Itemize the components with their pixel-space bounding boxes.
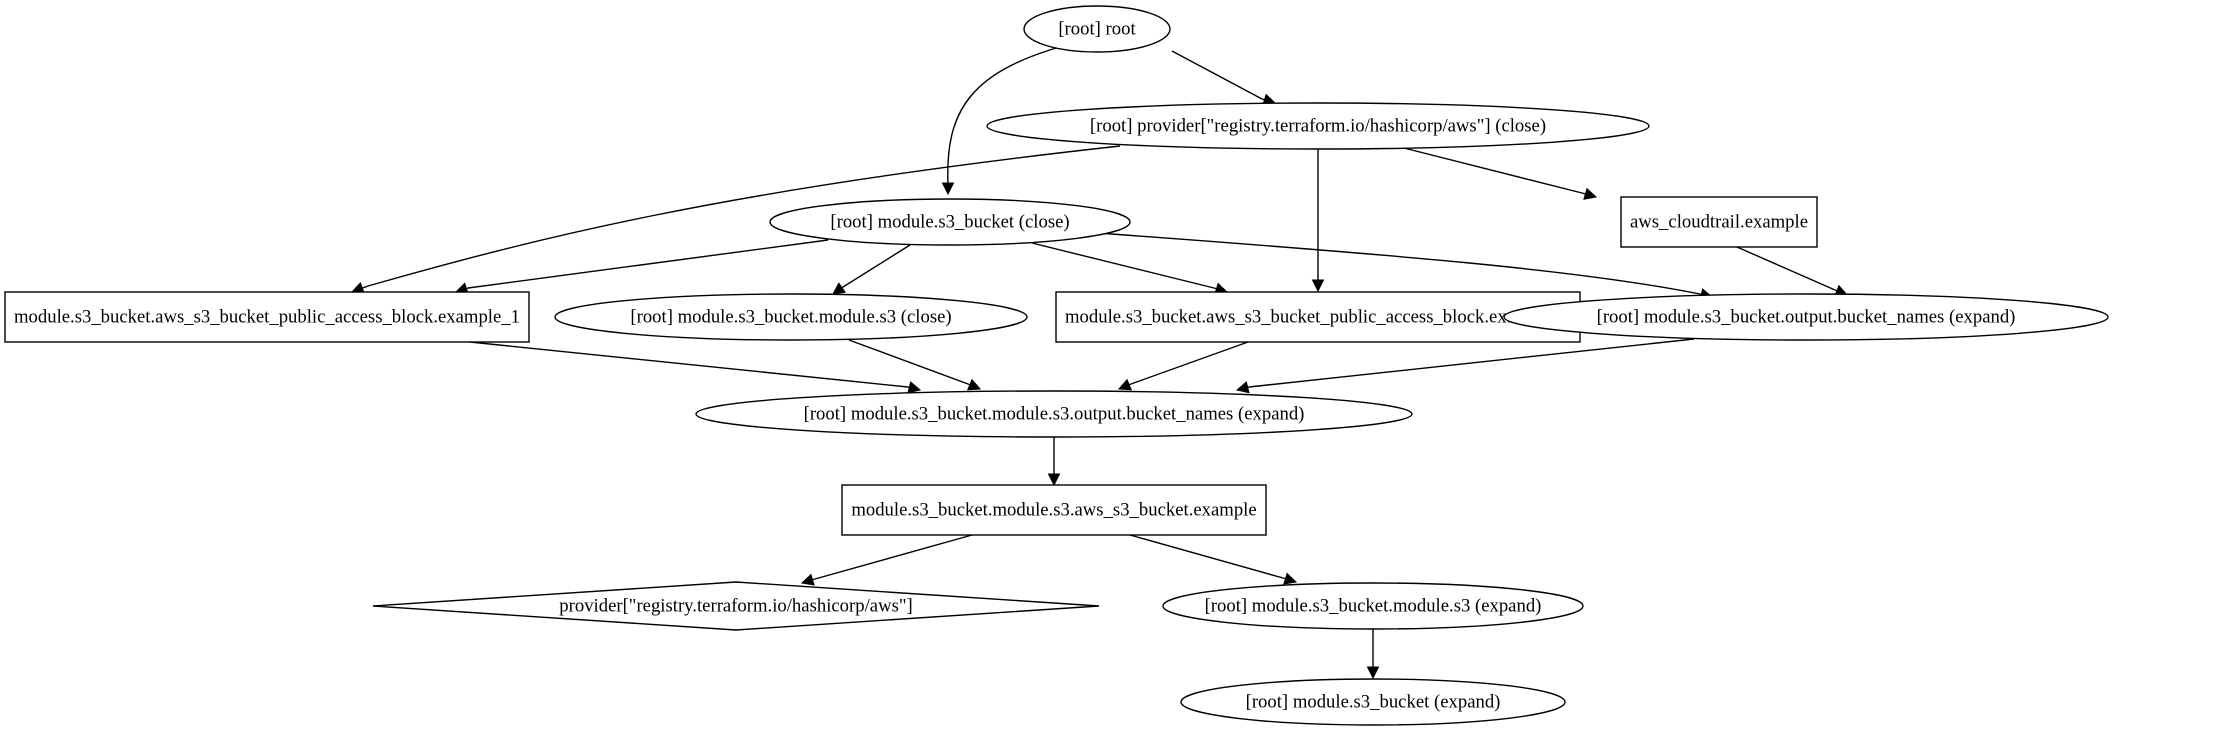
node-s3-expand: [root] module.s3_bucket.module.s3 (expan…	[1162, 582, 1584, 630]
edge-root-to-s3_bucket_close	[941, 42, 1075, 196]
node-label: module.s3_bucket.aws_s3_bucket_public_ac…	[1065, 307, 1571, 328]
edge-line	[1031, 242, 1215, 289]
node-s3-bucket-expand: [root] module.s3_bucket (expand)	[1180, 678, 1566, 726]
node-label: aws_cloudtrail.example	[1630, 212, 1808, 233]
node-ellipse	[554, 293, 1028, 341]
edge-line	[947, 42, 1075, 186]
edge-line	[1399, 146, 1583, 194]
node-box	[841, 484, 1267, 536]
edge-bucket_example-to-s3_expand	[1129, 534, 1298, 585]
edge-line	[842, 244, 911, 288]
edge-s3_bucket_close-to-pab_1	[454, 239, 829, 295]
edge-s3_close-to-s3_out_bucket_names	[848, 339, 982, 391]
node-bucket-example: module.s3_bucket.module.s3.aws_s3_bucket…	[841, 484, 1267, 536]
arrowhead	[1311, 279, 1325, 293]
node-s3-out-bucket-names: [root] module.s3_bucket.module.s3.output…	[695, 390, 1413, 438]
arrowhead	[941, 182, 955, 196]
node-provider: provider["registry.terraform.io/hashicor…	[372, 581, 1100, 631]
edge-line-tail	[1581, 192, 1586, 195]
node-box	[4, 291, 530, 343]
node-ellipse	[769, 198, 1131, 246]
node-label: [root] module.s3_bucket.module.s3.output…	[804, 404, 1305, 425]
edge-cloudtrail-to-out_bucket_names	[1736, 246, 1849, 297]
edge-s3_out_bucket_names-to-bucket_example	[1047, 437, 1061, 487]
node-ellipse	[695, 390, 1413, 438]
node-label: [root] root	[1058, 19, 1136, 40]
edge-line	[1083, 231, 1701, 295]
node-label: module.s3_bucket.module.s3.aws_s3_bucket…	[851, 500, 1256, 521]
node-out-bucket-names: [root] module.s3_bucket.output.bucket_na…	[1503, 293, 2109, 341]
node-label: [root] module.s3_bucket (expand)	[1246, 692, 1501, 713]
arrowhead	[1283, 572, 1298, 585]
node-ellipse	[1180, 678, 1566, 726]
node-box	[1620, 196, 1818, 248]
arrowhead	[800, 573, 815, 586]
arrowhead	[1366, 666, 1380, 680]
node-label: module.s3_bucket.aws_s3_bucket_public_ac…	[14, 307, 520, 328]
edge-s3_bucket_close-to-pab_2	[1031, 242, 1229, 295]
node-ellipse	[986, 102, 1650, 150]
node-label: [root] module.s3_bucket (close)	[830, 212, 1069, 233]
edge-bucket_example-to-provider	[800, 534, 973, 586]
edge-line	[814, 534, 973, 580]
node-label: [root] module.s3_bucket.output.bucket_na…	[1597, 307, 2016, 328]
edge-out_bucket_names-to-s3_out_bucket_names	[1235, 338, 1695, 394]
node-label: [root] module.s3_bucket.module.s3 (close…	[630, 307, 951, 328]
edge-s3_expand-to-s3_bucket_expand	[1366, 629, 1380, 680]
node-ellipse	[1503, 293, 2109, 341]
edge-line	[467, 239, 829, 289]
arrowhead	[1047, 473, 1061, 487]
nodes-layer: [root] root [root] provider["registry.ter…	[4, 5, 2109, 726]
node-root: [root] root	[1023, 5, 1171, 53]
edge-line	[1736, 246, 1836, 291]
node-s3-close: [root] module.s3_bucket.module.s3 (close…	[554, 293, 1028, 341]
edge-root-to-provider_close	[1171, 50, 1277, 106]
arrowhead	[1235, 381, 1250, 394]
arrowhead	[832, 282, 847, 295]
edge-provider_close-to-pab_2	[1311, 149, 1325, 293]
edge-pab_1-to-s3_out_bucket_names	[469, 341, 922, 394]
node-pab-2: module.s3_bucket.aws_s3_bucket_public_ac…	[1055, 291, 1581, 343]
edge-line	[1129, 534, 1284, 579]
arrowhead	[1583, 187, 1598, 200]
edge-line	[1171, 50, 1263, 100]
node-diamond	[372, 581, 1100, 631]
edge-line	[469, 341, 909, 388]
arrowhead	[907, 381, 922, 394]
arrowhead	[1117, 378, 1133, 391]
edge-pab_2-to-s3_out_bucket_names	[1117, 341, 1249, 391]
edge-line	[1248, 338, 1695, 388]
node-provider-close: [root] provider["registry.terraform.io/h…	[986, 102, 1650, 150]
node-label: [root] module.s3_bucket.module.s3 (expan…	[1205, 596, 1542, 617]
edge-line	[1130, 341, 1249, 385]
edge-s3_bucket_close-to-s3_close	[832, 244, 911, 295]
arrowhead	[966, 378, 982, 391]
node-ellipse	[1023, 5, 1171, 53]
edge-line	[367, 145, 1121, 287]
edge-s3_bucket_close-to-out_bucket_names	[1083, 231, 1714, 301]
node-ellipse	[1162, 582, 1584, 630]
edge-provider_close-to-cloudtrail	[1399, 146, 1598, 200]
node-s3-bucket-close: [root] module.s3_bucket (close)	[769, 198, 1131, 246]
node-label: [root] provider["registry.terraform.io/h…	[1090, 116, 1546, 137]
node-label: provider["registry.terraform.io/hashicor…	[559, 596, 912, 617]
node-pab-1: module.s3_bucket.aws_s3_bucket_public_ac…	[4, 291, 530, 343]
node-cloudtrail: aws_cloudtrail.example	[1620, 196, 1818, 248]
edge-line	[848, 339, 969, 385]
node-box	[1055, 291, 1581, 343]
edge-line-tail	[362, 285, 369, 289]
